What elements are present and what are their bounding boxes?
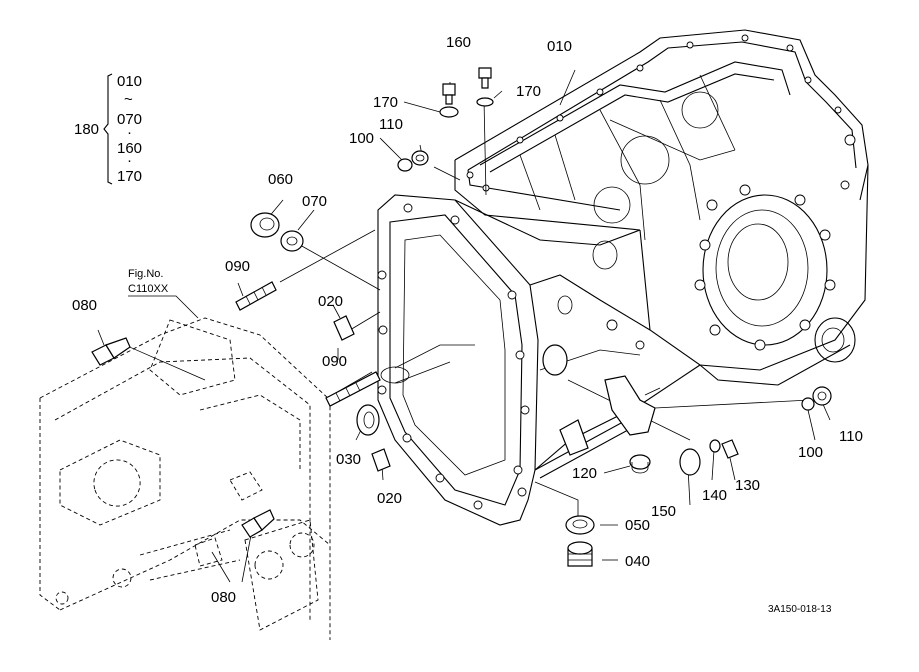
transmission-case	[377, 29, 869, 526]
legend-item-4: ·	[127, 124, 132, 141]
drawing-code: 3A150-018-13	[768, 604, 832, 615]
part-160-plug-right[interactable]	[478, 67, 492, 89]
callout-labels: 010 160 170 170 100 110 060 070 090 020 …	[72, 34, 863, 606]
part-050-seal[interactable]	[565, 515, 595, 535]
callout-100-right: 100	[798, 444, 823, 461]
callout-010: 010	[547, 38, 572, 55]
part-040-plug[interactable]	[567, 541, 593, 567]
figure-ref-label: Fig.No.	[128, 268, 163, 280]
callout-140: 140	[702, 487, 727, 504]
callout-120: 120	[572, 465, 597, 482]
legend-item-7: 170	[117, 168, 142, 185]
callout-070: 070	[302, 193, 327, 210]
legend-item-6: ·	[127, 152, 132, 169]
callout-020-lower: 020	[377, 490, 402, 507]
legend-group-number: 180	[74, 121, 99, 138]
part-140-washer[interactable]	[709, 439, 721, 453]
part-160-plug-left[interactable]	[442, 83, 456, 105]
part-110-nut-right[interactable]	[812, 386, 832, 406]
callout-110-right: 110	[839, 428, 863, 445]
part-030-seal[interactable]	[356, 404, 380, 436]
legend-item-2: ~	[124, 91, 133, 108]
callout-080-left: 080	[72, 297, 97, 314]
shift-fork-assembly	[534, 344, 661, 479]
part-020-pin-lower[interactable]	[371, 448, 391, 472]
part-100-washer-right[interactable]	[801, 397, 815, 411]
part-080-bolt-bottom[interactable]	[241, 509, 275, 538]
callout-110-top: 110	[379, 116, 403, 133]
part-090-stud-lower[interactable]	[325, 371, 381, 407]
callout-170-left: 170	[373, 94, 398, 111]
legend-item-3: 070	[117, 111, 142, 128]
group-legend: 180 010 ~ 070 · 160 · 170	[74, 73, 142, 185]
callout-170-right: 170	[516, 83, 541, 100]
part-080-bolt-left[interactable]	[91, 337, 131, 366]
callout-080-bottom: 080	[211, 589, 236, 606]
part-130-bolt[interactable]	[721, 439, 739, 459]
part-120-plug[interactable]	[629, 454, 651, 474]
part-100-washer-top[interactable]	[397, 158, 413, 172]
reference-housing-ghost	[39, 317, 331, 640]
callout-020-upper: 020	[318, 293, 343, 310]
callout-060: 060	[268, 171, 293, 188]
part-090-stud-upper[interactable]	[235, 281, 277, 311]
leader-lines	[97, 69, 831, 583]
part-170-washer-left[interactable]	[439, 106, 459, 118]
callout-030: 030	[336, 451, 361, 468]
callout-100-top: 100	[349, 130, 374, 147]
part-110-nut-top[interactable]	[411, 150, 429, 166]
callout-150: 150	[651, 503, 676, 520]
callout-160: 160	[446, 34, 471, 51]
part-070-ring[interactable]	[280, 230, 304, 252]
part-150-cap[interactable]	[679, 448, 701, 476]
part-170-washer-right[interactable]	[476, 97, 494, 107]
part-060-cap[interactable]	[250, 212, 280, 238]
callout-090-lower: 090	[322, 353, 347, 370]
figure-reference: Fig.No. C110XX	[128, 268, 199, 319]
callout-050: 050	[625, 517, 650, 534]
callout-130: 130	[735, 477, 760, 494]
callout-090-upper: 090	[225, 258, 250, 275]
part-020-pin-upper[interactable]	[333, 315, 355, 341]
legend-item-1: 010	[117, 73, 142, 90]
figure-ref-code: C110XX	[128, 283, 169, 295]
callout-040: 040	[625, 553, 650, 570]
legend-item-5: 160	[117, 140, 142, 157]
